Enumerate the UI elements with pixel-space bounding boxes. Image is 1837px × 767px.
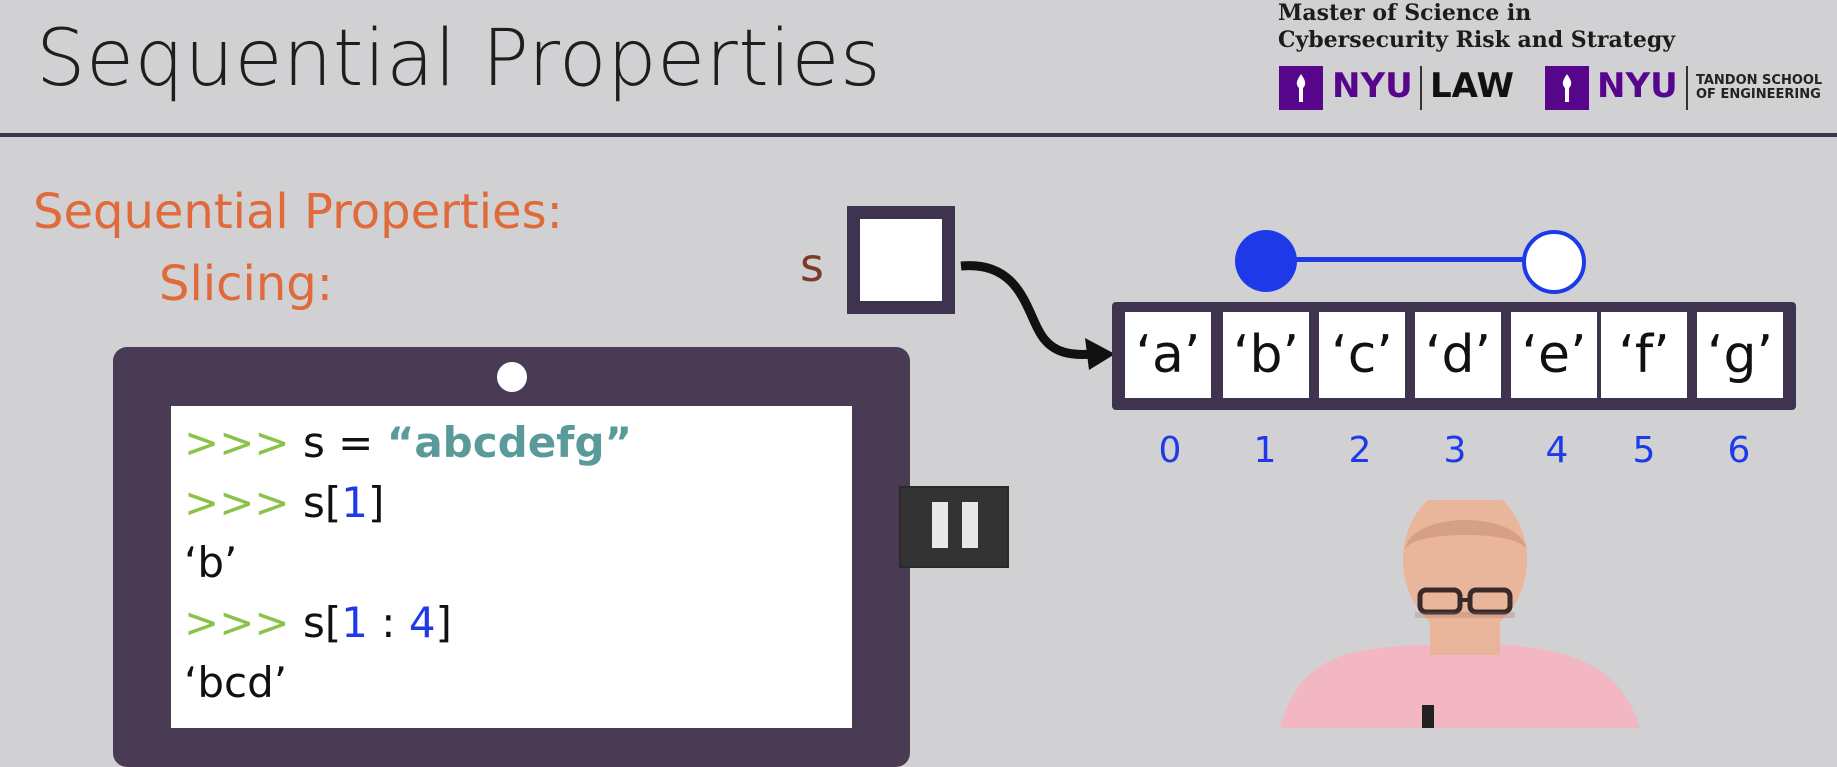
pause-icon [932,502,948,548]
string-literal: “abcdefg” [386,418,633,467]
nyu-torch-icon [1279,66,1323,110]
brand-separator [1420,66,1422,110]
brand-program-line1: Master of Science in [1278,0,1532,26]
pause-icon [962,502,978,548]
prompt: >>> [184,598,290,647]
variable-box-interior [860,219,942,301]
code-line: >>> s[1 : 4] [184,598,452,647]
code-text: ] [367,478,385,527]
code-text: s[ [302,598,342,647]
code-text: : [367,598,409,647]
code-text: ] [435,598,452,647]
string-cell: ‘a’ [1125,312,1211,398]
string-cell: ‘d’ [1415,312,1501,398]
page-title: Sequential Properties [36,14,882,104]
index-label: 2 [1348,430,1372,471]
output-line: ‘bcd’ [184,658,288,707]
index-label: 0 [1158,430,1182,471]
header-divider [0,133,1837,137]
law-wordmark: LAW [1430,66,1514,106]
brand-program-line2: Cybersecurity Risk and Strategy [1278,27,1676,53]
string-cell: ‘f’ [1601,312,1687,398]
presenter-video [1280,500,1640,728]
index-label: 6 [1727,430,1751,471]
section-subheading: Slicing: [159,256,333,312]
tandon-school-label: TANDON SCHOOL OF ENGINEERING [1696,74,1822,102]
index-label: 5 [1632,430,1656,471]
tablet-camera [497,362,527,392]
number-literal: 1 [341,598,368,647]
nyu-wordmark: NYU [1332,66,1413,106]
nyu-wordmark: NYU [1597,66,1678,106]
tandon-line2: OF ENGINEERING [1696,87,1821,102]
nyu-torch-icon [1545,66,1589,110]
variable-label: s [800,238,824,292]
slice-start-marker [1235,230,1297,292]
tandon-line1: TANDON SCHOOL [1696,73,1823,88]
section-heading: Sequential Properties: [33,184,563,240]
brand-separator [1686,66,1688,110]
reference-arrow [960,261,1115,370]
number-literal: 4 [408,598,436,647]
code-text: s = [302,418,387,467]
prompt: >>> [184,418,290,467]
string-cell: ‘e’ [1511,312,1597,398]
number-literal: 1 [341,478,368,527]
index-label: 4 [1545,430,1569,471]
code-line: >>> s[1] [184,478,384,527]
code-panel [171,406,852,728]
string-cell: ‘c’ [1319,312,1405,398]
string-cell: ‘g’ [1697,312,1783,398]
string-cell: ‘b’ [1223,312,1309,398]
code-text: s[ [302,478,342,527]
index-label: 1 [1253,430,1277,471]
slice-end-marker [1522,230,1586,294]
code-line: >>> s = “abcdefg” [184,418,632,467]
prompt: >>> [184,478,290,527]
index-label: 3 [1443,430,1467,471]
slice-range-line [1268,257,1555,262]
pause-button[interactable] [899,486,1009,568]
output-line: ‘b’ [184,538,238,587]
